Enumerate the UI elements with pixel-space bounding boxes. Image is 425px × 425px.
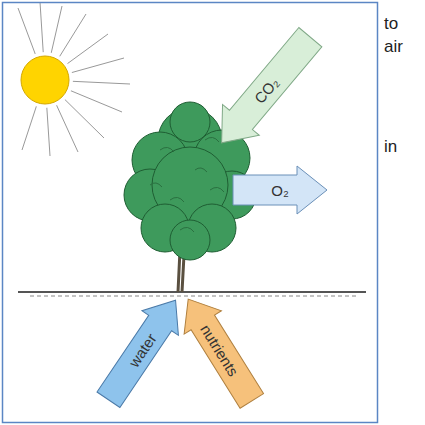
ground-hatch [30,296,356,297]
flow-arrow: water [89,287,195,414]
arrow-label: water [89,287,195,414]
arrow-label: nutrients [168,286,272,414]
cropped-text: to [384,14,398,34]
flow-arrow: nutrients [168,286,272,414]
canopy-texture [150,137,224,232]
sun [21,56,69,104]
cropped-text: in [384,137,397,157]
frame-border [3,3,378,423]
cropped-text: air [384,37,403,57]
flow-arrow: O₂ [232,165,328,215]
arrow-label: O₂ [232,165,328,215]
sun-gap [17,52,73,108]
ground-line [18,291,366,293]
sun-rays [18,3,130,156]
arrow-outline [233,166,327,214]
flow-arrow: CO₂ [202,20,330,159]
arrow-label: CO₂ [202,20,330,159]
